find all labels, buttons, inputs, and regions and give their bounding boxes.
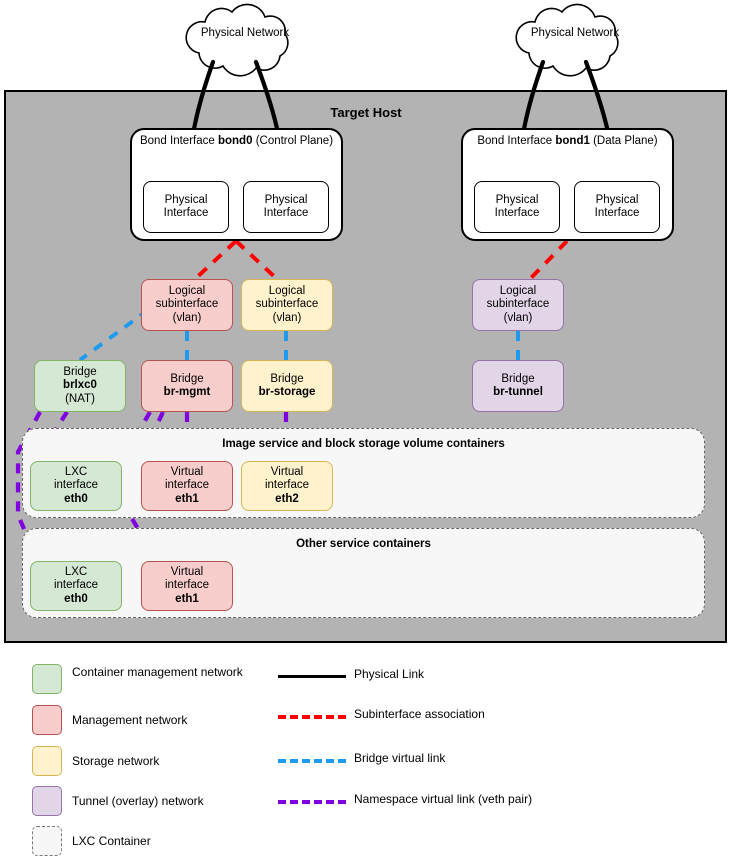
legend-label-namespace-virtual-link: Namespace virtual link (veth pair) [354, 792, 533, 806]
image-storage-virtual-interface-eth1[interactable]: Virtual interface eth1 [141, 461, 233, 511]
subinterface-storage[interactable]: Logical subinterface (vlan) [241, 279, 333, 331]
target-host-title: Target Host [330, 105, 402, 120]
legend-line-namespace-virtual-link [278, 800, 346, 804]
image-storage-containers-title: Image service and block storage volume c… [222, 438, 505, 450]
bond0-physical-interface-2[interactable]: Physical Interface [243, 181, 329, 233]
bridge-br-mgmt[interactable]: Bridge br-mgmt [141, 360, 233, 412]
bond1-label: Bond Interface bond1 (Data Plane) [477, 135, 658, 147]
legend-label-subinterface-association: Subinterface association [354, 707, 485, 721]
legend-label-storage-network: Storage network [72, 754, 160, 768]
legend-line-subinterface-association [278, 715, 346, 719]
legend-swatch-container-management-network [32, 664, 62, 694]
cloud-left-shape [185, 3, 289, 77]
legend-label-tunnel-overlay-network: Tunnel (overlay) network [72, 794, 204, 808]
bond1-physical-interface-1[interactable]: Physical Interface [474, 181, 560, 233]
image-storage-virtual-interface-eth2[interactable]: Virtual interface eth2 [241, 461, 333, 511]
legend-label-lxc-container: LXC Container [72, 834, 151, 848]
bridge-brlxc0[interactable]: Bridge brlxc0 (NAT) [34, 360, 126, 412]
cloud-left-label: Physical Network [200, 27, 290, 39]
bond0-physical-interface-1[interactable]: Physical Interface [143, 181, 229, 233]
bridge-br-tunnel[interactable]: Bridge br-tunnel [472, 360, 564, 412]
bond1-physical-interface-2[interactable]: Physical Interface [574, 181, 660, 233]
bridge-br-storage[interactable]: Bridge br-storage [241, 360, 333, 412]
other-service-containers-title: Other service containers [296, 538, 431, 550]
legend-swatch-lxc-container [32, 826, 62, 856]
cloud-right-shape [515, 3, 619, 77]
cloud-right-label: Physical Network [530, 27, 620, 39]
other-service-virtual-interface-eth1[interactable]: Virtual interface eth1 [141, 561, 233, 611]
subinterface-mgmt[interactable]: Logical subinterface (vlan) [141, 279, 233, 331]
subinterface-tunnel[interactable]: Logical subinterface (vlan) [472, 279, 564, 331]
legend-line-bridge-virtual-link [278, 759, 346, 763]
bond0-label: Bond Interface bond0 (Control Plane) [139, 135, 334, 147]
legend-label-management-network: Management network [72, 713, 188, 727]
legend-swatch-management-network [32, 705, 62, 735]
legend-swatch-storage-network [32, 746, 62, 776]
legend-line-physical-link [278, 675, 346, 678]
legend-label-container-management-network: Container management network [72, 665, 243, 679]
legend-swatch-tunnel-overlay-network [32, 786, 62, 816]
other-service-containers-box[interactable] [22, 528, 705, 618]
image-storage-lxc-interface-eth0[interactable]: LXC interface eth0 [30, 461, 122, 511]
legend-label-bridge-virtual-link: Bridge virtual link [354, 751, 446, 765]
legend-label-physical-link: Physical Link [354, 667, 425, 681]
other-service-lxc-interface-eth0[interactable]: LXC interface eth0 [30, 561, 122, 611]
